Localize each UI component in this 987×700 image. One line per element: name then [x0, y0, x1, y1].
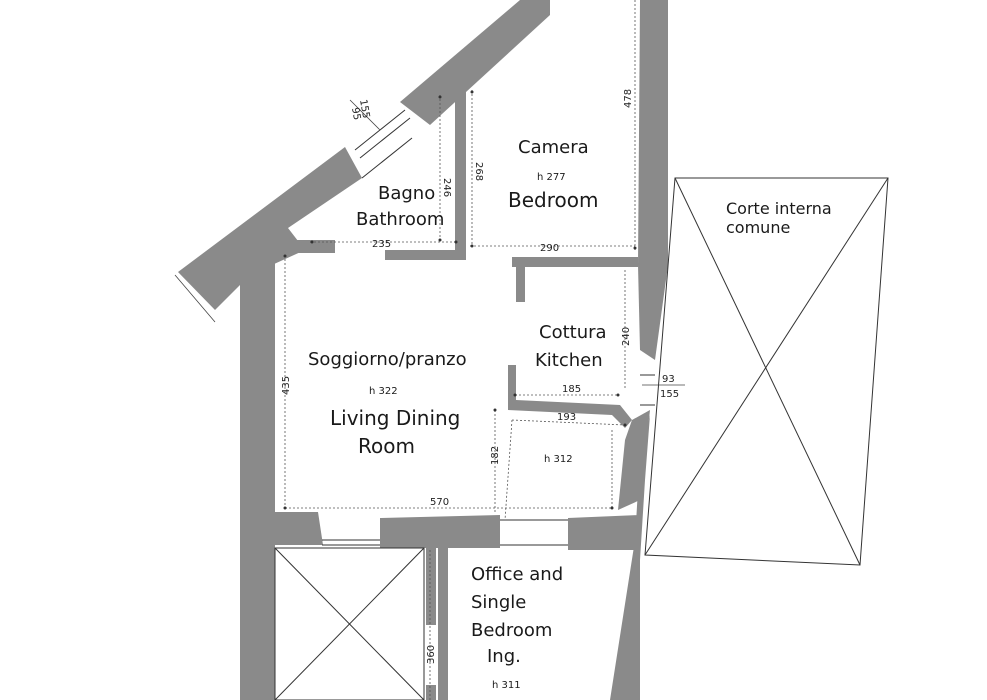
lower-left-void	[274, 547, 425, 700]
dim-268: 268	[473, 162, 484, 181]
dim-360: 360	[426, 645, 437, 664]
living-dining-label: Living Dining	[330, 406, 460, 430]
dim-155: 155	[357, 99, 371, 120]
kitchen-bottom-wall	[508, 365, 632, 428]
office-height: h 311	[492, 680, 521, 691]
office-label-3: Bedroom	[471, 620, 552, 641]
lower-partition-wall	[426, 545, 436, 625]
dim-182: 182	[490, 446, 501, 465]
office-label-4: Ing.	[487, 646, 521, 667]
soggiorno-label: Soggiorno/pranzo	[308, 349, 467, 370]
bagno-label: Bagno	[378, 183, 435, 204]
hall-height: h 312	[544, 454, 573, 465]
dim-435: 435	[281, 376, 292, 395]
office-label-2: Single	[471, 592, 526, 613]
dim-290: 290	[540, 243, 559, 254]
lower-wall-center	[380, 515, 500, 548]
left-wall	[240, 255, 275, 700]
camera-height: h 277	[537, 172, 566, 183]
dim-570: 570	[430, 497, 449, 508]
lower-room-wall	[438, 548, 448, 700]
dim-240: 240	[621, 327, 632, 346]
room-label: Room	[358, 434, 415, 458]
diagonal-wall-lower	[178, 147, 362, 310]
bathroom-bottom-wall	[385, 250, 465, 260]
office-label-1: Office and	[471, 564, 563, 585]
camera-label: Camera	[518, 137, 589, 158]
kitchen-top-wall	[512, 257, 638, 267]
bathroom-bedroom-wall	[455, 90, 466, 260]
courtyard-label-2: comune	[726, 218, 790, 237]
courtyard	[644, 177, 889, 566]
right-wall-mid	[618, 410, 650, 510]
lower-wall-left	[240, 512, 323, 545]
dim-235: 235	[372, 239, 391, 250]
lower-partition-wall-2	[426, 685, 436, 700]
dim-246: 246	[441, 178, 452, 197]
lower-wall-right	[568, 515, 640, 550]
bathroom-left-wall	[290, 240, 335, 253]
bedroom-label: Bedroom	[508, 188, 598, 212]
dim-95: 95	[349, 107, 362, 121]
dim-478: 478	[623, 89, 634, 108]
soggiorno-height: h 322	[369, 386, 398, 397]
diagonal-wall-upper	[400, 0, 550, 125]
kitchen-stub-wall	[516, 262, 525, 302]
dim-155b: 155	[660, 389, 679, 400]
courtyard-label-1: Corte interna	[726, 199, 832, 218]
right-wall-upper	[638, 0, 668, 360]
kitchen-label: Kitchen	[535, 350, 603, 371]
dim-193: 193	[557, 412, 576, 423]
dimension-dots	[283, 90, 637, 510]
bathroom-label: Bathroom	[356, 209, 444, 230]
cottura-label: Cottura	[539, 322, 607, 343]
dim-185: 185	[562, 384, 581, 395]
dim-93: 93	[662, 374, 675, 385]
